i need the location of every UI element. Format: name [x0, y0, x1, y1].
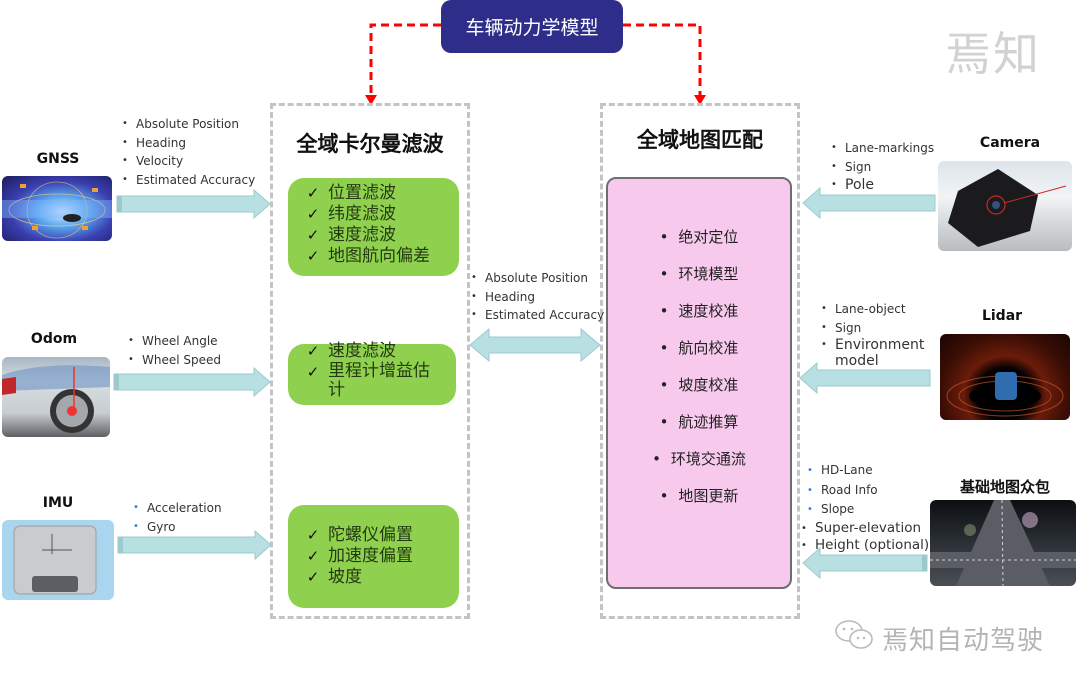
camera-image	[938, 161, 1072, 251]
check-icon: ✓	[306, 568, 320, 586]
map-matching-item: •绝对定位	[659, 228, 739, 246]
bullet-item: •Height (optional)	[801, 536, 930, 553]
lidar-arrow	[799, 362, 931, 394]
lidar-bullets: •Lane-object •Sign •Environment model	[813, 300, 935, 369]
map-matching-item: •航迹推算	[659, 413, 739, 431]
camera-arrow	[802, 187, 936, 219]
car-wheel-image	[2, 357, 110, 437]
bullet-item: •Velocity	[122, 154, 184, 168]
satellite-globe-image	[2, 176, 112, 241]
map-matching-card: •绝对定位 •环境模型 •速度校准 •航向校准 •坡度校准 •航迹推算 •环境交…	[606, 177, 792, 589]
bullet-item: •Heading	[122, 135, 186, 150]
map-matching-item: •速度校准	[659, 302, 739, 320]
bullet-item: •Estimated Accuracy	[122, 172, 256, 187]
gnss-arrow	[116, 189, 271, 219]
satellite-orbits-icon	[2, 181, 112, 239]
feedback-arrows	[365, 23, 706, 105]
kalman-filter-title: 全域卡尔曼滤波	[296, 131, 444, 156]
map-matching-item: •环境模型	[659, 265, 739, 283]
check-icon: ✓	[306, 247, 320, 265]
car-wheel-icon	[2, 365, 110, 433]
odom-filter-card: ✓速度滤波 ✓里程计增益估计	[288, 341, 456, 405]
lidar-icon	[946, 372, 1064, 417]
global-map-matching-panel: 全域地图匹配	[600, 103, 800, 619]
bullet-item: •Lane-markings	[831, 141, 935, 155]
bullet-item: •Lane-object	[821, 302, 906, 316]
bullet-item: •Gyro	[133, 519, 176, 534]
check-icon: ✓	[306, 526, 320, 544]
camera-bullets: •Lane-markings •Sign •Pole	[823, 139, 934, 195]
imu-bullets: •Acceleration •Gyro	[125, 499, 222, 536]
filter-item: ✓坡度	[298, 567, 459, 588]
vehicle-dynamics-model-label: 车辆动力学模型	[465, 17, 599, 39]
global-kalman-filter-panel: 全域卡尔曼滤波	[270, 103, 470, 619]
footer-brand: 焉知自动驾驶	[882, 626, 1045, 656]
camera-label: Camera	[979, 135, 1041, 151]
filter-item: ✓速度滤波	[298, 225, 459, 246]
imu-label: IMU	[42, 495, 74, 511]
bullet-item: •Heading	[471, 289, 535, 304]
map-matching-item: •环境交通流	[652, 450, 746, 468]
imu-device-icon	[13, 525, 97, 595]
hd-map-bullets: •HD-Lane •Road Info •Slope •Super-elevat…	[799, 461, 929, 554]
hd-map-crowdsource-label: 基础地图众包	[959, 478, 1050, 496]
bullet-item: •Slope	[807, 502, 855, 516]
bullet-item: •Acceleration	[133, 501, 222, 515]
check-icon: ✓	[306, 184, 320, 202]
bullet-item: •Sign	[831, 159, 872, 174]
filter-item: ✓位置滤波	[298, 183, 459, 204]
feedback-arrow-left	[369, 23, 441, 97]
check-icon: ✓	[306, 205, 320, 223]
hd-map-image	[930, 500, 1076, 586]
imu-arrow	[117, 530, 272, 560]
bullet-item: •Wheel Speed	[128, 352, 222, 367]
feedback-arrow-right	[623, 23, 702, 97]
center-link-bullets: •Absolute Position •Heading •Estimated A…	[463, 269, 604, 325]
bullet-item: •Sign	[821, 320, 862, 335]
wechat-icon	[835, 620, 873, 649]
bullet-item: •Estimated Accuracy	[471, 308, 605, 322]
check-icon: ✓	[306, 342, 320, 360]
map-matching-item: •地图更新	[659, 487, 739, 505]
gnss-bullets: •Absolute Position •Heading •Velocity •E…	[114, 115, 255, 189]
lidar-pointcloud-image	[940, 334, 1070, 420]
imu-device-image	[2, 520, 114, 600]
lidar-label: Lidar	[981, 308, 1023, 324]
map-matching-title: 全域地图匹配	[637, 127, 763, 152]
feedback-arrowhead-right	[694, 95, 706, 105]
bullet-item: •Pole	[831, 177, 875, 193]
camera-icon	[948, 169, 1067, 247]
filter-item: ✓纬度滤波	[298, 204, 459, 225]
odom-arrow	[113, 367, 271, 397]
watermark-logo-top: 焉知	[945, 27, 1041, 81]
odom-label: Odom	[30, 331, 78, 347]
check-icon: ✓	[306, 363, 320, 381]
hd-map-icon	[930, 500, 1076, 586]
bullet-item: •Absolute Position	[471, 271, 588, 285]
feedback-arrowhead-left	[365, 95, 377, 105]
imu-filter-card: ✓陀螺仪偏置 ✓加速度偏置 ✓坡度	[288, 505, 459, 608]
bullet-item: •Environment model	[821, 337, 925, 369]
filter-item: ✓速度滤波	[298, 341, 456, 362]
filter-item: ✓加速度偏置	[298, 546, 459, 567]
filter-item: ✓地图航向偏差	[298, 246, 459, 267]
filter-item: ✓陀螺仪偏置	[298, 525, 459, 546]
bullet-item: •Absolute Position	[122, 117, 239, 131]
bullet-item: •Wheel Angle	[128, 334, 218, 348]
gnss-filter-card: ✓位置滤波 ✓纬度滤波 ✓速度滤波 ✓地图航向偏差	[288, 178, 459, 276]
gnss-label: GNSS	[36, 151, 80, 167]
map-matching-item: •航向校准	[659, 339, 739, 357]
bullet-item: •HD-Lane	[807, 463, 873, 477]
check-icon: ✓	[306, 226, 320, 244]
bullet-item: •Super-elevation	[801, 519, 922, 536]
hd-map-arrow	[802, 547, 928, 579]
vehicle-dynamics-model-box: 车辆动力学模型	[441, 0, 623, 53]
check-icon: ✓	[306, 547, 320, 565]
bidirectional-arrow	[469, 328, 601, 362]
map-matching-item: •坡度校准	[659, 376, 739, 394]
bullet-item: •Road Info	[807, 482, 878, 497]
filter-item: ✓里程计增益估计	[298, 362, 456, 400]
odom-bullets: •Wheel Angle •Wheel Speed	[120, 332, 221, 369]
